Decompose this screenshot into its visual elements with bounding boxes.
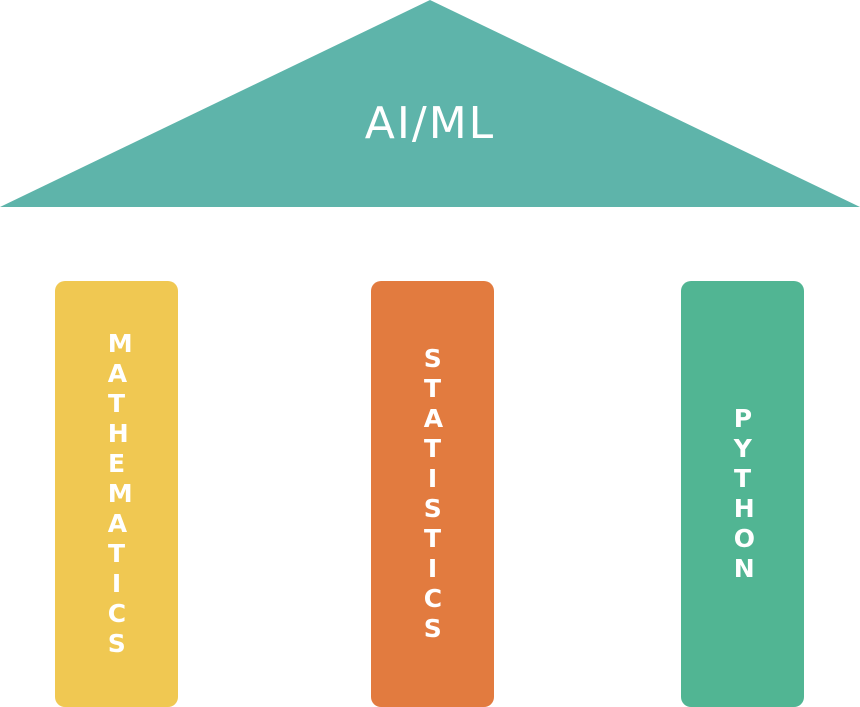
pillar-statistics: STATISTICS	[371, 281, 494, 707]
roof-title: AI/ML	[364, 98, 496, 149]
pillar-mathematics-label: MATHEMATICS	[107, 329, 133, 658]
pillar-python: PYTHON	[681, 281, 804, 707]
pillar-python-label-wrap: PYTHON	[681, 281, 804, 707]
pillar-mathematics: MATHEMATICS	[55, 281, 178, 707]
roof-shape	[0, 0, 860, 207]
pillar-python-label: PYTHON	[733, 404, 756, 583]
pillar-mathematics-label-wrap: MATHEMATICS	[55, 281, 178, 707]
roof-triangle	[0, 0, 860, 207]
pillar-statistics-label: STATISTICS	[423, 344, 444, 643]
pillar-statistics-label-wrap: STATISTICS	[371, 281, 494, 707]
